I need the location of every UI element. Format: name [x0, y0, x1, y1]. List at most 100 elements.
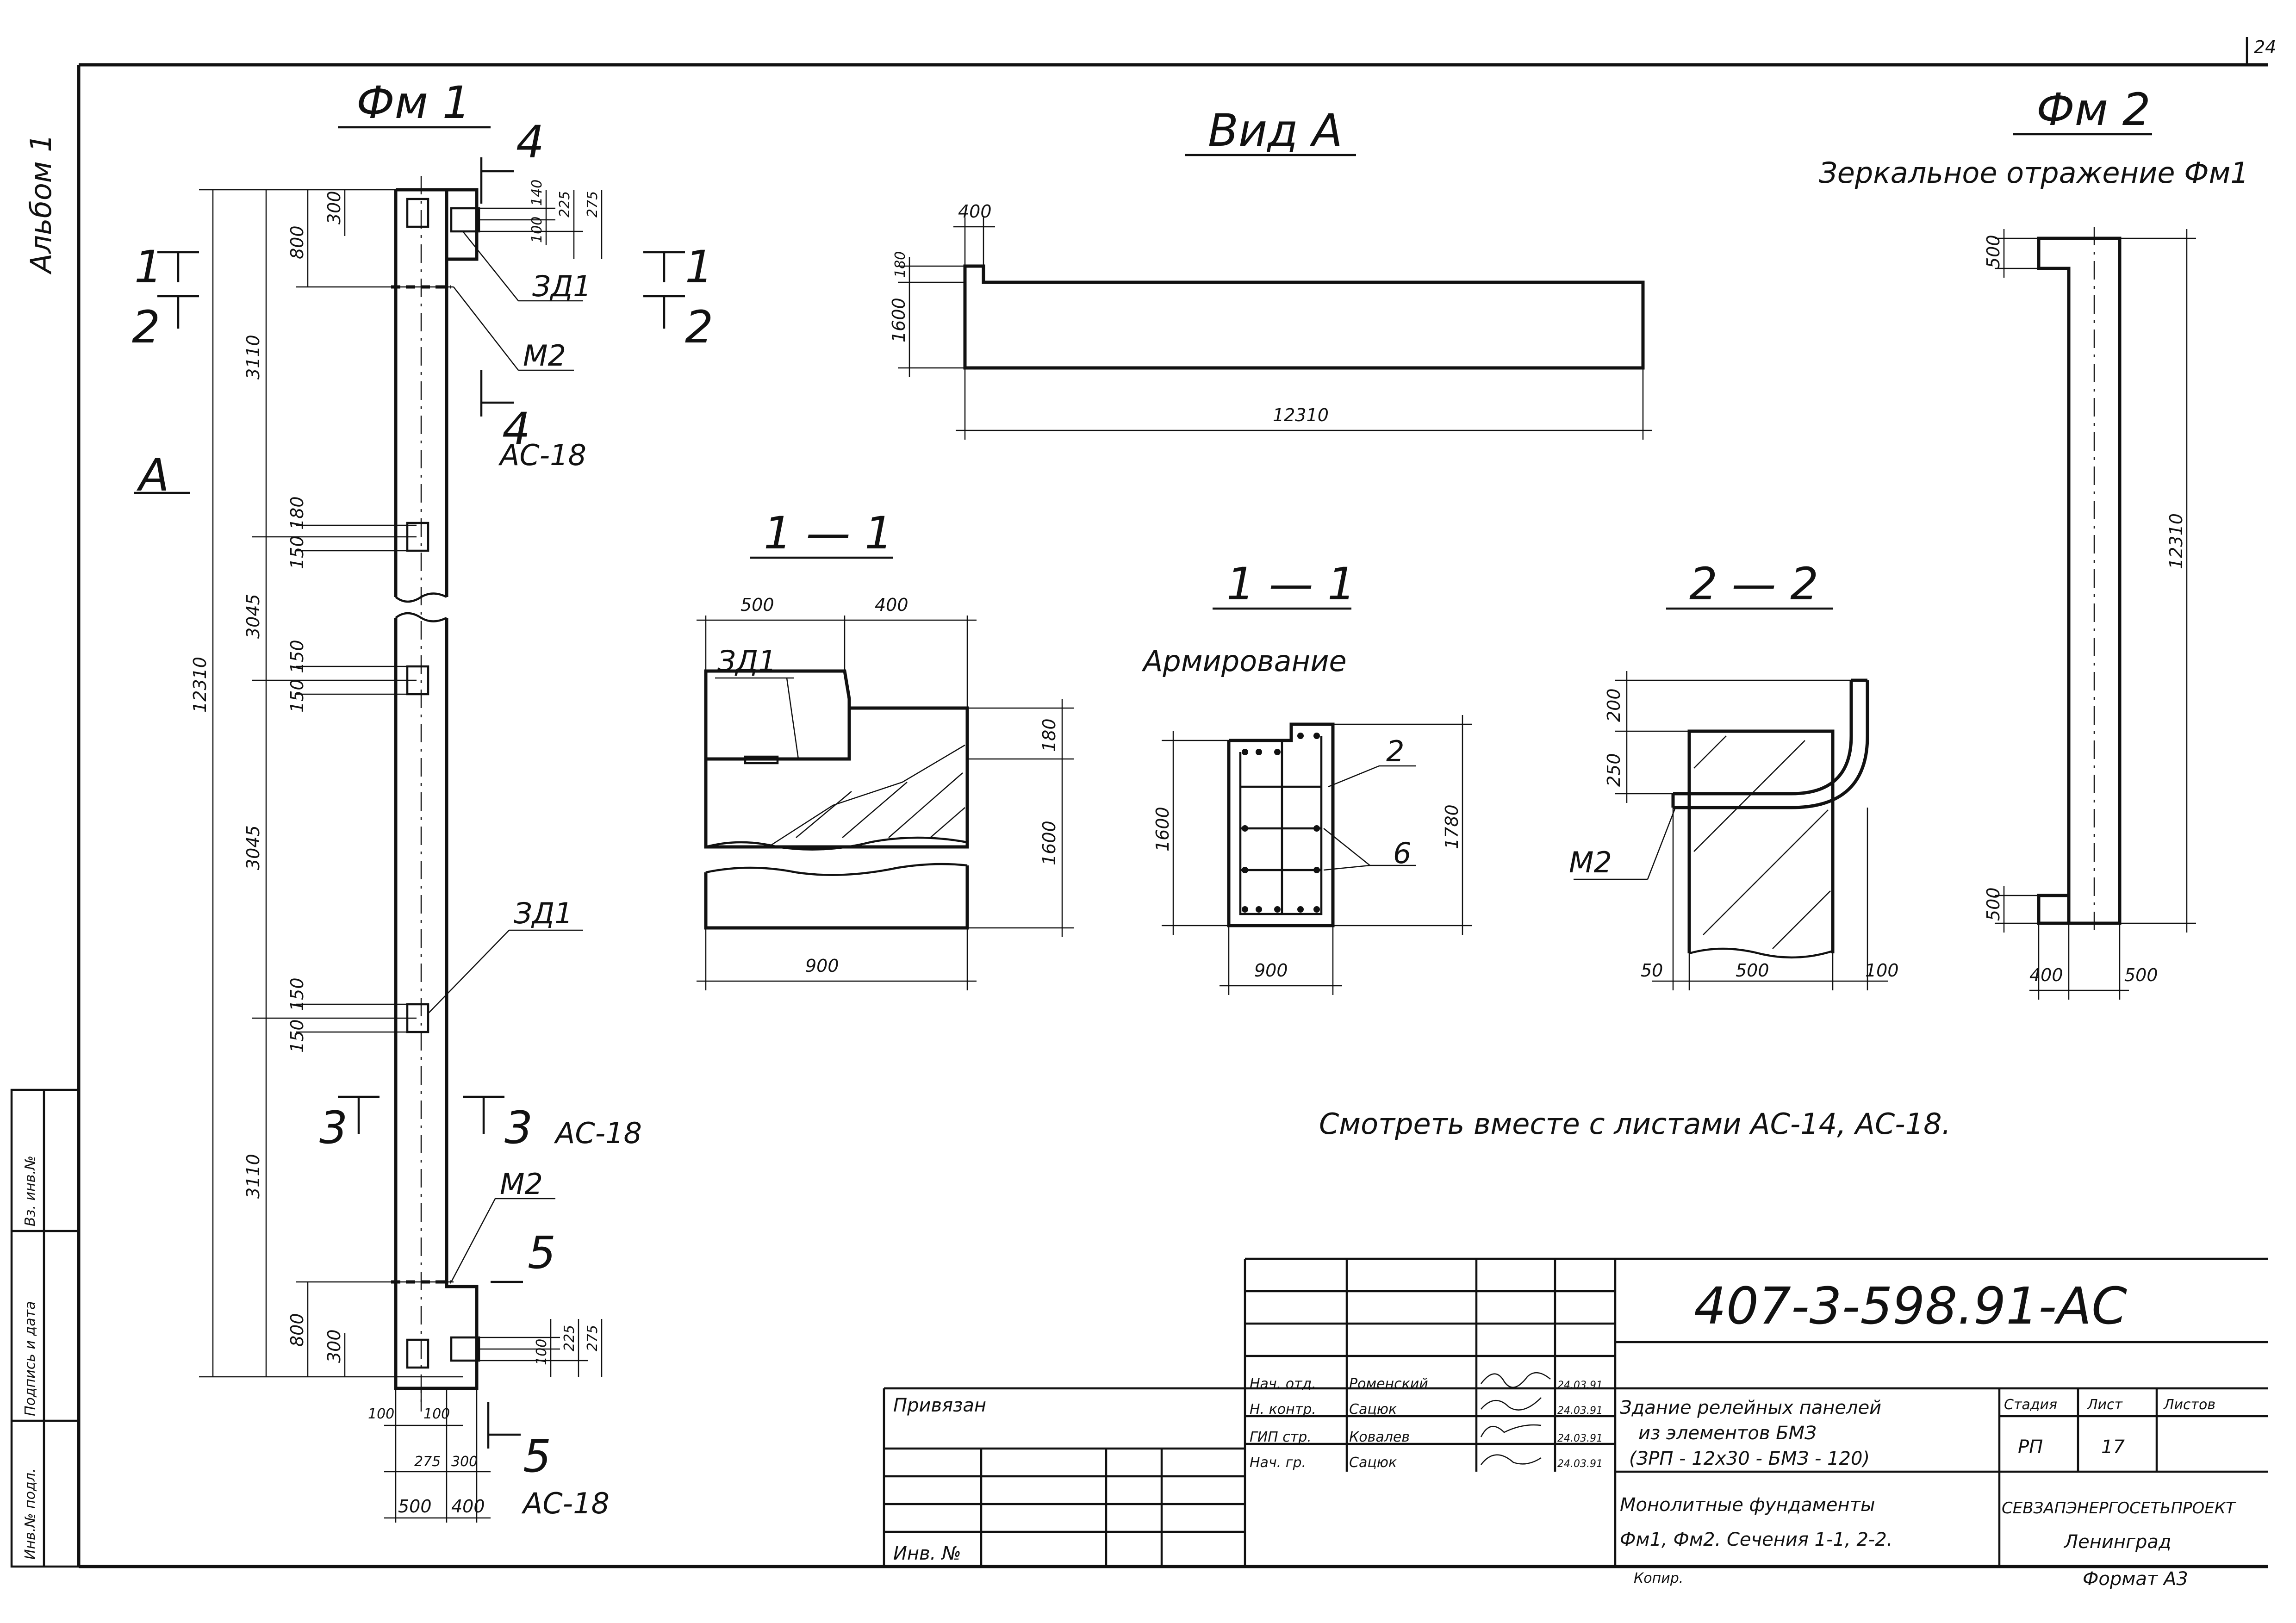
dim-300-bottom: 300 [324, 1329, 344, 1363]
name-romenskiy: Роменский [1349, 1376, 1428, 1392]
fm2-plan: Фм 2 Зеркальное отражение Фм1 500 12310 … [1819, 84, 2249, 1000]
dim-150-c: 150 [287, 679, 307, 713]
view-a: Вид А 400 180 1600 12310 [889, 105, 1652, 440]
project-name-1: Здание релейных панелей [1620, 1397, 1881, 1418]
dim-800-bottom: 800 [287, 1313, 307, 1347]
s11-dim-1600: 1600 [1039, 821, 1059, 865]
fm2-title: Фм 2 [2036, 84, 2151, 136]
view-a-title: Вид А [1208, 105, 1343, 156]
view-a-dim-180: 180 [892, 251, 908, 278]
arm-dim-1780: 1780 [1442, 804, 1462, 849]
dim-3110-bottom: 3110 [243, 1154, 263, 1199]
dim-500-horizontal: 500 [398, 1496, 432, 1517]
fm2-dim-500-top: 500 [1983, 235, 2004, 268]
section-1-1-arm: 1 — 1 Армирование 2 6 [1141, 558, 1472, 995]
cut-2-left: 2 [132, 301, 160, 353]
album-label: Альбом 1 [24, 134, 58, 275]
col-stadiya: Стадия [2004, 1397, 2057, 1413]
col-listov: Листов [2163, 1397, 2215, 1413]
section-1-1-arm-title: 1 — 1 [1226, 558, 1356, 610]
cut-3-right: 3 [504, 1102, 533, 1154]
role-nach-gr: Нач. гр. [1250, 1455, 1306, 1471]
cut-5-top: 5 [528, 1227, 556, 1279]
side-stamp [10, 1088, 80, 1568]
dim-150-d: 150 [287, 977, 307, 1011]
cut-5-bottom: 5 [523, 1430, 551, 1482]
dim-100-bottom-a: 100 [368, 1406, 394, 1422]
dim-140: 140 [529, 180, 545, 206]
part-zd1-b: ЗД1 [514, 896, 573, 930]
view-a-dim-12310: 12310 [1273, 405, 1329, 425]
sheet-name-1: Монолитные фундаменты [1620, 1494, 1875, 1516]
sheet-name-2: Фм1, Фм2. Сечения 1-1, 2-2. [1620, 1529, 1893, 1550]
format-label: Формат А3 [2083, 1568, 2188, 1590]
name-satsyuk-a: Сацюк [1349, 1401, 1397, 1418]
s11-dim-500: 500 [740, 595, 774, 615]
fm1-plan: Фм 1 [132, 77, 713, 1523]
arm-dim-900: 900 [1254, 960, 1288, 981]
date-3: 24.03.91 [1557, 1433, 1603, 1444]
arm-label-2: 2 [1386, 734, 1404, 768]
view-a-arrow: A [136, 449, 169, 501]
rebar-dots [1242, 733, 1320, 913]
cut-1-left: 1 [134, 241, 162, 293]
s11-dim-900: 900 [805, 956, 839, 976]
cut-4-bottom: 4 [502, 403, 530, 455]
doc-code: 407-3-598.91-АС [1694, 1276, 2127, 1336]
arm-dim-1600: 1600 [1152, 807, 1173, 852]
date-2: 24.03.91 [1557, 1405, 1603, 1417]
date-4: 24.03.91 [1557, 1458, 1603, 1470]
sheet-value: 17 [2101, 1436, 2125, 1458]
dim-400-horizontal: 400 [451, 1496, 485, 1517]
section-2-2-title: 2 — 2 [1689, 558, 1818, 610]
dim-275-bottom: 275 [585, 1325, 601, 1351]
name-satsyuk-b: Сацюк [1349, 1455, 1397, 1471]
dim-225-bottom: 225 [561, 1325, 578, 1351]
page-number: 24 [2254, 37, 2276, 57]
section-1-1-part-zd1: ЗД1 [717, 644, 777, 678]
dim-150-b: 150 [287, 640, 307, 673]
part-m2-b: М2 [500, 1167, 543, 1201]
section-1-1: 1 — 1 ЗД1 500 400 180 1600 [697, 507, 1074, 990]
fm2-dim-12310: 12310 [2166, 513, 2186, 569]
dim-150-e: 150 [287, 1019, 307, 1053]
stamp-inv-no: Инв.№ подл. [22, 1468, 38, 1560]
role-gip-str: ГИП стр. [1250, 1429, 1312, 1445]
s11-dim-180: 180 [1039, 718, 1059, 752]
dim-300-top: 300 [324, 191, 344, 224]
fm2-dim-400: 400 [2029, 965, 2063, 985]
dim-800-top: 800 [287, 225, 307, 259]
stage-value: РП [2018, 1436, 2043, 1458]
title-block: 407-3-598.91-АС Привязан Инв. № Нач. отд… [883, 1257, 2268, 1567]
dim-275-horizontal: 275 [414, 1454, 441, 1470]
s22-dim-200: 200 [1604, 688, 1624, 722]
dim-3045-b: 3045 [243, 825, 263, 870]
s22-dim-500: 500 [1736, 960, 1769, 981]
role-nach-otd: Нач. отд. [1250, 1376, 1316, 1392]
cut-1-right: 1 [685, 241, 713, 293]
part-zd1-a: ЗД1 [532, 269, 591, 303]
dim-180: 180 [287, 496, 307, 530]
role-n-kontr: Н. контр. [1250, 1401, 1316, 1418]
cut-4-top: 4 [516, 116, 544, 168]
org-name: СЕВЗАПЭНЕРГОСЕТЬПРОЕКТ [2002, 1499, 2236, 1517]
inv-no-label: Инв. № [893, 1543, 961, 1564]
ref-as18-c: АС-18 [521, 1486, 610, 1520]
section-2-2-part-m2: М2 [1569, 846, 1612, 879]
view-a-dim-400: 400 [958, 201, 992, 222]
section-2-2: 2 — 2 М2 200 250 50 500 [1569, 558, 1899, 990]
copied-label: Копир. [1634, 1570, 1683, 1586]
dim-100-bottom-b: 100 [534, 1339, 550, 1365]
section-1-1-arm-subtitle: Армирование [1141, 644, 1347, 678]
s22-dim-100: 100 [1865, 960, 1899, 981]
s22-dim-250: 250 [1604, 753, 1624, 787]
cut-3-left: 3 [319, 1102, 348, 1154]
project-name-3: (ЗРП - 12х30 - БМЗ - 120) [1629, 1448, 1870, 1469]
dim-275-top: 275 [585, 191, 601, 218]
stamp-vz-inv: Вз. инв.№ [22, 1156, 38, 1226]
org-city: Ленинград [2063, 1531, 2172, 1553]
cut-2-right: 2 [685, 301, 713, 353]
stamp-signature: Подпись и дата [22, 1301, 38, 1417]
fm2-dim-500-bottom: 500 [1983, 887, 2004, 921]
